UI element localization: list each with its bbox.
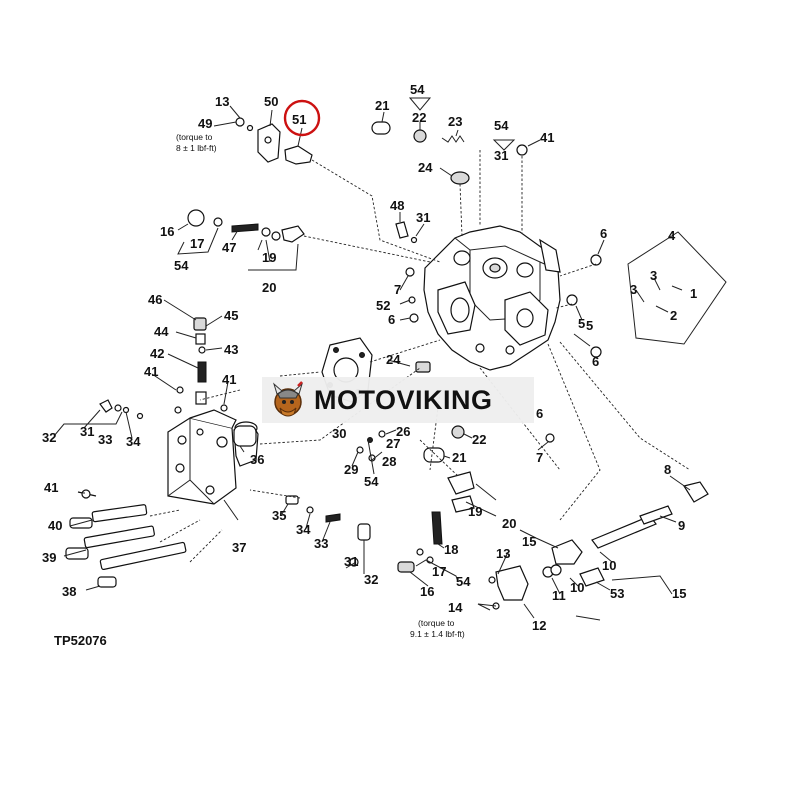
torque-note-top-2: 8 ± 1 lbf-ft) [176,143,217,153]
callout-45: 45 [224,308,238,323]
callout-17: 17 [190,236,204,251]
callout-3: 3 [630,282,637,297]
callout-21: 21 [375,98,389,113]
callout-40: 40 [48,518,62,533]
valve-housing [423,225,561,371]
callout-37: 37 [232,540,246,555]
callout-20: 20 [262,280,276,295]
callout-13: 13 [496,546,510,561]
callout-1: 1 [690,286,697,301]
callout-18: 18 [444,542,458,557]
callout-23: 23 [448,114,462,129]
callout-14: 14 [448,600,463,615]
callout-19: 19 [468,504,482,519]
callout-48: 48 [390,198,404,213]
callout-6: 6 [600,226,607,241]
callout-41: 41 [144,364,158,379]
callout-49: 49 [198,116,212,131]
callout-6: 6 [592,354,599,369]
callout-36: 36 [250,452,264,467]
callout-16: 16 [420,584,434,599]
callout-34: 34 [126,434,141,449]
callout-22: 22 [412,110,426,125]
callout-28: 28 [382,454,396,469]
callout-9: 9 [678,518,685,533]
callout-3: 3 [650,268,657,283]
callout-6: 6 [536,406,543,421]
callout-38: 38 [62,584,76,599]
callout-41: 41 [540,130,554,145]
callout-24: 24 [418,160,433,175]
callout-39: 39 [42,550,56,565]
callout-10: 10 [602,558,616,573]
callout-41: 41 [44,480,58,495]
callout-50: 50 [264,94,278,109]
callout-22: 22 [472,432,486,447]
callout-27: 27 [386,436,400,451]
callout-34: 34 [296,522,311,537]
callout-30: 30 [332,426,346,441]
callout-12: 12 [532,618,546,633]
callout-53: 53 [610,586,624,601]
callout-19: 19 [262,250,276,265]
callout-32: 32 [42,430,56,445]
callout-44: 44 [154,324,169,339]
viking-logo-icon [273,381,303,417]
callout-5: 5 [586,318,593,333]
callout-20: 20 [502,516,516,531]
callout-17: 17 [432,564,446,579]
control-valve-block [167,409,259,505]
torque-note-bottom-2: 9.1 ± 1.4 lbf-ft) [410,629,465,639]
torque-note-top-1: (torque to [176,132,213,142]
assembly-paths [149,150,691,563]
callout-42: 42 [150,346,164,361]
callout-31: 31 [344,554,358,569]
callout-11: 11 [552,588,566,603]
callout-labels: 13 49 50 51 21 54 22 23 54 31 41 24 48 3… [42,82,697,633]
callout-6: 6 [388,312,395,327]
callout-54: 54 [494,118,509,133]
highlight-ring [283,99,321,137]
small-parts [65,117,709,610]
callout-13: 13 [215,94,229,109]
leader-lines [53,97,727,621]
callout-51: 51 [292,112,306,127]
callout-2: 2 [670,308,677,323]
callout-31: 31 [80,424,94,439]
callout-31: 31 [416,210,430,225]
callout-29: 29 [344,462,358,477]
callout-43: 43 [224,342,238,357]
callout-52: 52 [376,298,390,313]
callout-7: 7 [394,282,401,297]
callout-54: 54 [364,474,379,489]
callout-54: 54 [456,574,471,589]
brand-name: MOTOVIKING [314,384,493,415]
torque-note-bottom-1: (torque to [418,618,455,628]
callout-33: 33 [98,432,112,447]
callout-5: 5 [578,316,585,331]
callout-32: 32 [364,572,378,587]
callout-7: 7 [536,450,543,465]
torque-notes: (torque to 8 ± 1 lbf-ft) (torque to 9.1 … [176,132,465,639]
callout-24: 24 [386,352,401,367]
callout-10: 10 [570,580,584,595]
figure-code: TP52076 [54,633,107,648]
callout-46: 46 [148,292,162,307]
callout-33: 33 [314,536,328,551]
callout-15: 15 [672,586,686,601]
callout-8: 8 [664,462,671,477]
callout-54: 54 [174,258,189,273]
callout-16: 16 [160,224,174,239]
callout-26: 26 [396,424,410,439]
brand-banner: MOTOVIKING [262,377,534,423]
callout-4: 4 [668,228,676,243]
callout-41: 41 [222,372,236,387]
callout-31: 31 [494,148,508,163]
callout-35: 35 [272,508,286,523]
callout-15: 15 [522,534,536,549]
callout-47: 47 [222,240,236,255]
callout-21: 21 [452,450,466,465]
callout-54: 54 [410,82,425,97]
